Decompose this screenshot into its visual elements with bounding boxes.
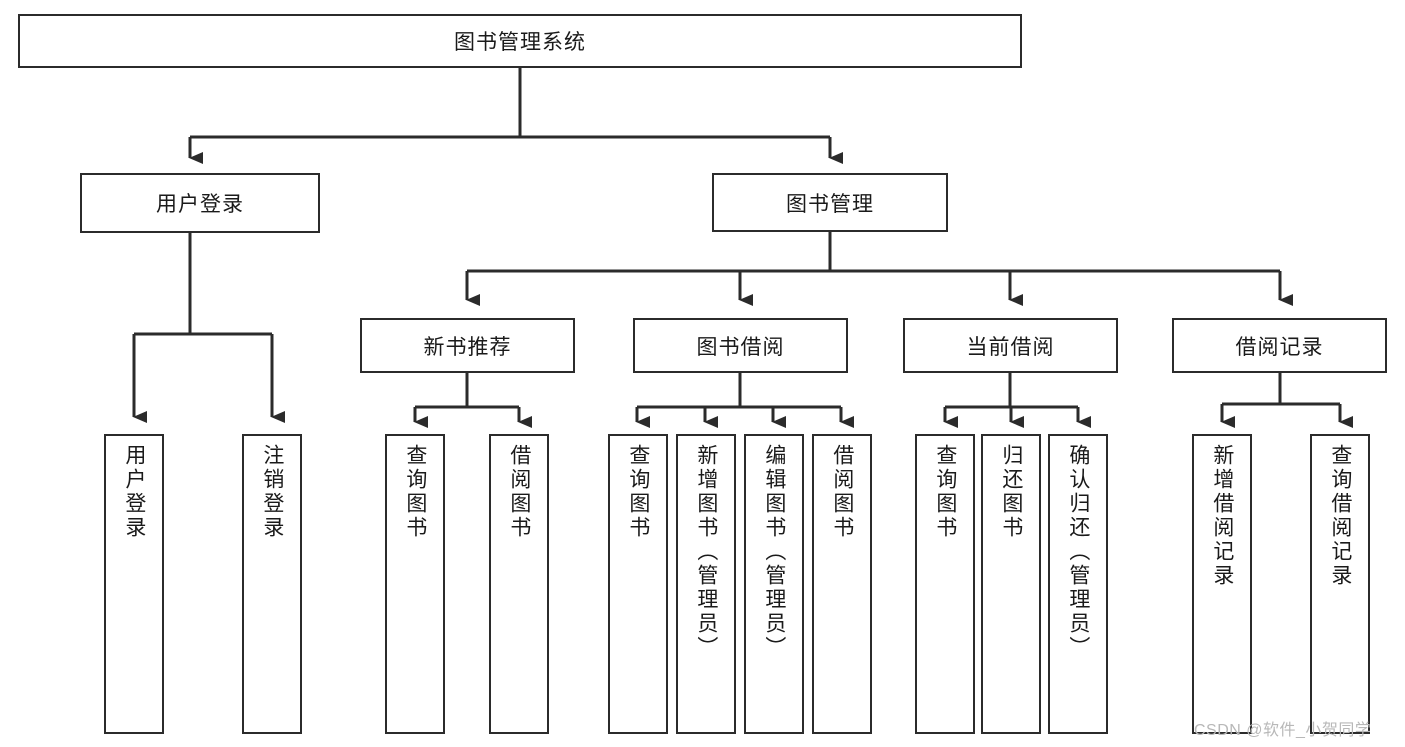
leaf-query-record[interactable]: 查询借阅记录	[1310, 434, 1370, 734]
leaf-query-book-1-label: 查询图书	[403, 444, 427, 540]
node-book-borrow-label: 图书借阅	[696, 335, 785, 359]
node-new-book-recommend[interactable]: 新书推荐	[360, 318, 575, 373]
leaf-user-logout[interactable]: 注销登录	[242, 434, 302, 734]
leaf-user-logout-label: 注销登录	[260, 444, 284, 540]
leaf-user-login-label: 用户登录	[122, 444, 146, 540]
leaf-borrow-book-2-label: 借阅图书	[830, 444, 854, 540]
node-book-manage[interactable]: 图书管理	[712, 173, 948, 232]
leaf-edit-book-label: 编辑图书（管理员）	[762, 444, 786, 660]
leaf-query-book-3-label: 查询图书	[933, 444, 957, 540]
leaf-borrow-book-1-label: 借阅图书	[507, 444, 531, 540]
leaf-query-book-3[interactable]: 查询图书	[915, 434, 975, 734]
leaf-return-book[interactable]: 归还图书	[981, 434, 1041, 734]
node-borrow-record[interactable]: 借阅记录	[1172, 318, 1387, 373]
leaf-confirm-return[interactable]: 确认归还（管理员）	[1048, 434, 1108, 734]
leaf-query-book-1[interactable]: 查询图书	[385, 434, 445, 734]
leaf-query-book-2[interactable]: 查询图书	[608, 434, 668, 734]
leaf-add-book[interactable]: 新增图书（管理员）	[676, 434, 736, 734]
node-user-login[interactable]: 用户登录	[80, 173, 320, 233]
node-root[interactable]: 图书管理系统	[18, 14, 1022, 68]
leaf-user-login[interactable]: 用户登录	[104, 434, 164, 734]
node-borrow-record-label: 借阅记录	[1235, 335, 1324, 359]
node-book-borrow[interactable]: 图书借阅	[633, 318, 848, 373]
leaf-edit-book[interactable]: 编辑图书（管理员）	[744, 434, 804, 734]
leaf-borrow-book-1[interactable]: 借阅图书	[489, 434, 549, 734]
node-current-borrow-label: 当前借阅	[966, 335, 1055, 359]
leaf-add-book-label: 新增图书（管理员）	[694, 444, 718, 660]
node-root-label: 图书管理系统	[454, 31, 586, 54]
leaf-return-book-label: 归还图书	[999, 444, 1023, 540]
leaf-add-record-label: 新增借阅记录	[1210, 444, 1234, 588]
node-user-login-label: 用户登录	[156, 193, 244, 216]
leaf-add-record[interactable]: 新增借阅记录	[1192, 434, 1252, 734]
leaf-confirm-return-label: 确认归还（管理员）	[1066, 444, 1090, 660]
leaf-borrow-book-2[interactable]: 借阅图书	[812, 434, 872, 734]
csdn-watermark: CSDN @软件_小贺同学	[1194, 722, 1372, 739]
leaf-query-record-label: 查询借阅记录	[1328, 444, 1352, 588]
node-book-manage-label: 图书管理	[786, 192, 874, 216]
node-current-borrow[interactable]: 当前借阅	[903, 318, 1118, 373]
node-new-book-recommend-label: 新书推荐	[423, 335, 512, 359]
leaf-query-book-2-label: 查询图书	[626, 444, 650, 540]
